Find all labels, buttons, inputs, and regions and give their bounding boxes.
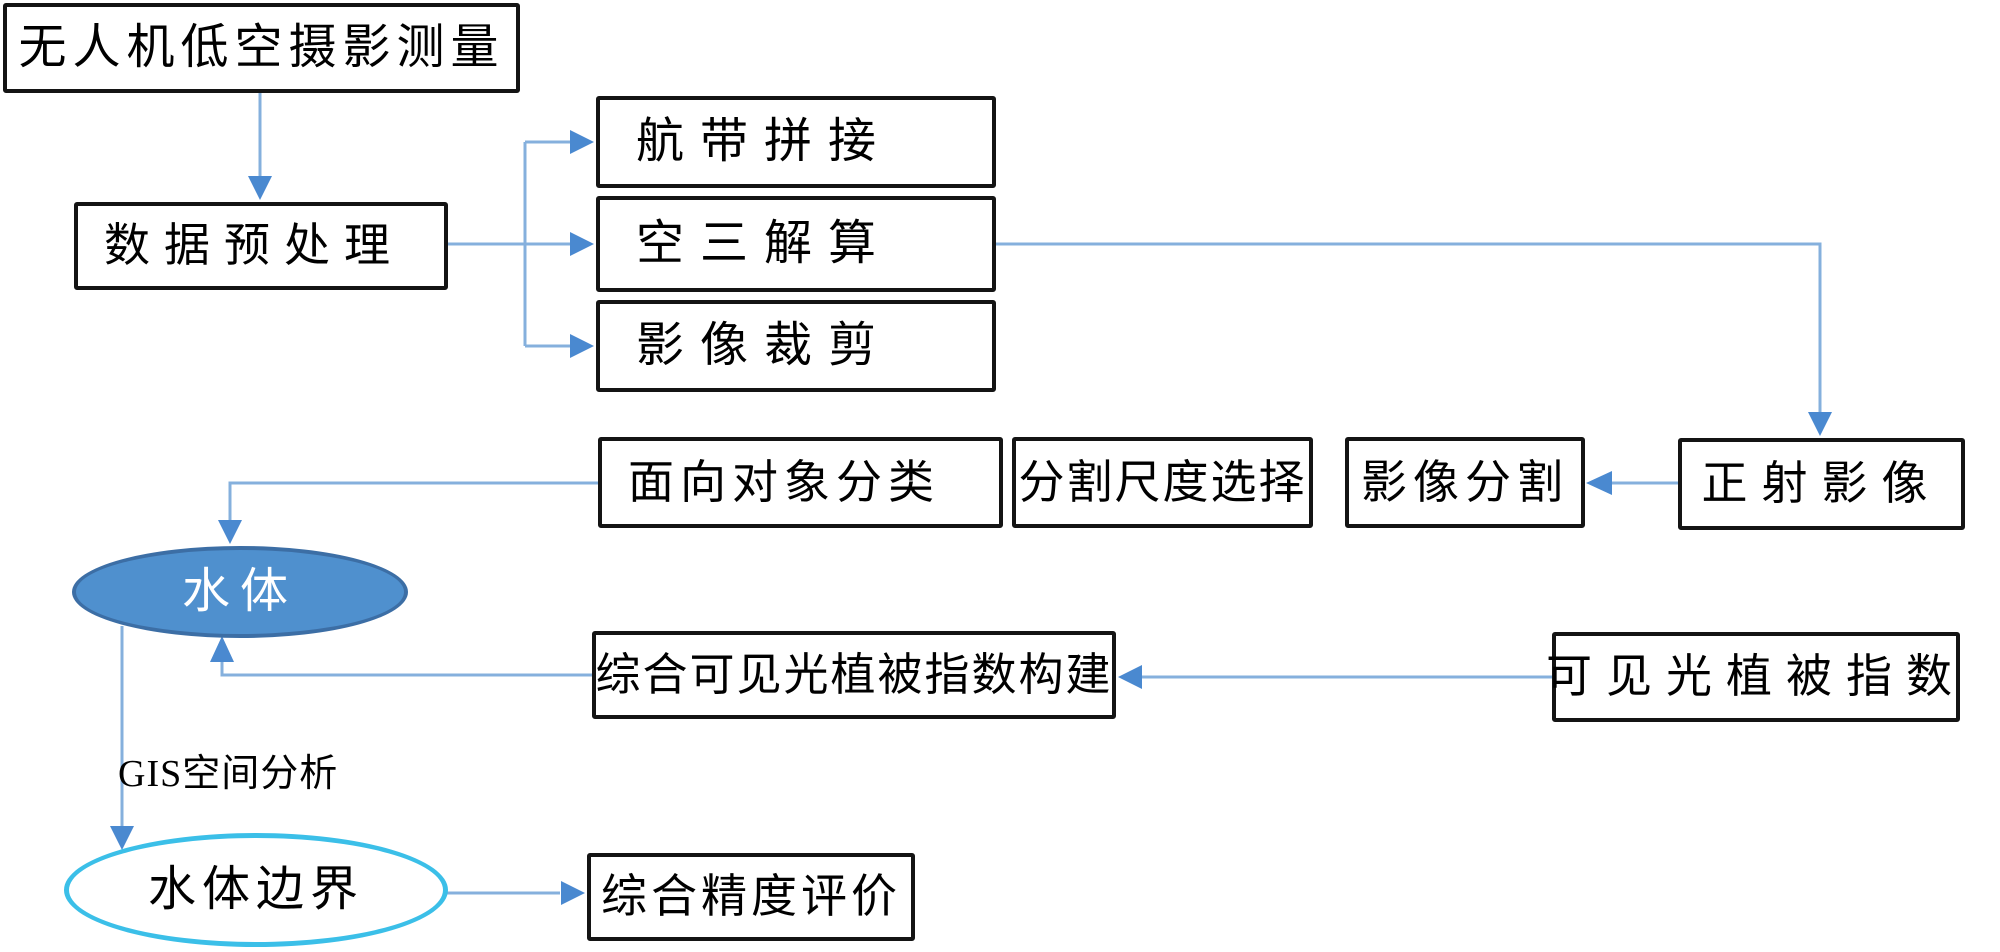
node-data-preprocess: 数据预处理	[74, 202, 448, 290]
edge-classify-water	[228, 481, 598, 520]
arrowhead-down-preprocess	[248, 176, 272, 200]
node-object-classification: 面向对象分类	[598, 437, 1003, 528]
node-water-body: 水体	[72, 546, 408, 638]
arrowhead-down-ortho	[1808, 412, 1832, 436]
node-orthophoto: 正射影像	[1678, 438, 1965, 530]
gis-spatial-analysis-label: GIS空间分析	[118, 753, 339, 795]
node-image-segmentation: 影像分割	[1345, 437, 1585, 528]
arrowhead-right-aero	[570, 232, 594, 256]
node-strip-stitching: 航带拼接	[596, 96, 996, 188]
edge-preprocess-branches	[448, 140, 572, 348]
node-scale-selection: 分割尺度选择	[1012, 437, 1313, 528]
edge-cvvi-water	[220, 660, 592, 677]
arrowhead-right-eval	[561, 881, 585, 905]
arrowhead-left-segment	[1586, 471, 1612, 495]
node-uav-photogrammetry: 无人机低空摄影测量	[3, 3, 520, 93]
edge-aero-ortho	[996, 242, 1822, 412]
arrowhead-right-crop	[570, 334, 594, 358]
node-accuracy-evaluation: 综合精度评价	[587, 853, 915, 941]
arrowhead-down-water	[218, 520, 242, 544]
node-visible-vegetation-index: 可见光植被指数	[1546, 632, 1960, 722]
node-cvvi-construction: 综合可见光植被指数构建	[592, 631, 1116, 719]
arrowhead-right-strip	[570, 130, 594, 154]
node-image-cropping: 影像裁剪	[596, 300, 996, 392]
node-aero-triangulation: 空三解算	[596, 196, 996, 292]
arrowhead-up-water	[210, 636, 234, 662]
arrowhead-down-boundary	[110, 826, 134, 850]
arrowhead-left-cvvi	[1118, 665, 1142, 689]
node-water-boundary: 水体边界	[64, 833, 448, 947]
